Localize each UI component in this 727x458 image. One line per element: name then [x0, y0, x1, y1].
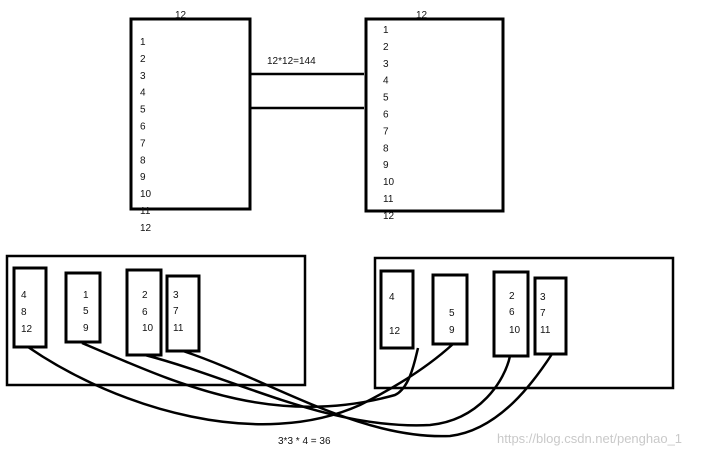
right-bucket-2-value-1: 5 [449, 308, 455, 319]
left-table-row-5: 5 [140, 105, 146, 116]
right-table-row-3: 3 [383, 59, 389, 70]
left-table-box [129, 17, 252, 211]
left-bucket-1-value-1: 4 [21, 290, 27, 301]
right-table-row-12: 12 [383, 211, 395, 222]
left-table-row-11: 11 [140, 206, 151, 217]
right-buckets: 4 12 5 9 2 6 10 3 7 11 [379, 269, 568, 358]
left-table-row-4: 4 [140, 88, 146, 99]
left-bucket-2-value-3: 9 [83, 323, 89, 334]
right-bucket-1 [379, 269, 415, 350]
right-bucket-3 [492, 270, 530, 358]
left-bucket-4 [165, 274, 201, 353]
right-bucket-4-value-1: 3 [540, 292, 546, 303]
curve-bucket1-to-right2 [27, 343, 454, 426]
right-table-row-4: 4 [383, 76, 389, 87]
left-buckets: 4 8 12 1 5 9 2 6 10 3 7 11 [12, 266, 201, 357]
left-bucket-2-value-2: 5 [83, 306, 89, 317]
watermark: https://blog.csdn.net/penghao_1 [497, 431, 682, 446]
right-bucket-2 [431, 273, 469, 346]
right-bucket-4-value-3: 11 [540, 325, 551, 336]
right-table-row-6: 6 [383, 110, 389, 121]
right-bucket-4-value-2: 7 [540, 308, 546, 319]
right-bucket-container [373, 256, 675, 390]
left-bucket-3-value-3: 10 [142, 323, 154, 334]
left-bucket-3-value-1: 2 [142, 290, 148, 301]
right-bucket-1-value-2: 12 [389, 326, 401, 337]
left-table-row-2: 2 [140, 54, 146, 65]
right-bucket-3-value-3: 10 [509, 325, 521, 336]
right-table-box [364, 17, 505, 213]
left-table-row-9: 9 [140, 172, 146, 183]
right-table-row-2: 2 [383, 42, 389, 53]
right-bucket-4 [533, 276, 568, 356]
right-table-row-10: 10 [383, 177, 395, 188]
right-table-row-7: 7 [383, 126, 389, 137]
left-bucket-3 [125, 268, 163, 357]
left-table-row-10: 10 [140, 189, 152, 200]
right-table-row-5: 5 [383, 93, 389, 104]
right-table-header: 12 [416, 10, 428, 21]
left-bucket-4-value-3: 11 [173, 323, 184, 334]
right-table-row-9: 9 [383, 160, 389, 171]
left-bucket-4-value-1: 3 [173, 290, 179, 301]
right-bucket-3-value-1: 2 [509, 291, 515, 302]
left-table-row-12: 12 [140, 223, 152, 234]
left-bucket-1-value-2: 8 [21, 307, 27, 318]
result-label: 3*3 * 4 = 36 [278, 436, 331, 447]
left-bucket-4-value-2: 7 [173, 306, 179, 317]
left-table-header: 12 [175, 10, 187, 21]
left-table-row-7: 7 [140, 138, 146, 149]
right-table-row-1: 1 [383, 25, 389, 36]
curve-bucket4-to-right4 [182, 349, 554, 438]
left-bucket-container [5, 254, 307, 387]
right-bucket-1-value-1: 4 [389, 292, 395, 303]
join-label: 12*12=144 [267, 56, 316, 67]
left-table-row-3: 3 [140, 71, 146, 82]
curve-bucket3-to-right3 [144, 353, 512, 427]
left-table-row-8: 8 [140, 155, 146, 166]
left-bucket-2-value-1: 1 [83, 290, 89, 301]
left-table-row-1: 1 [140, 37, 146, 48]
right-table-row-8: 8 [383, 143, 389, 154]
right-bucket-2-value-2: 9 [449, 325, 455, 336]
right-bucket-3-value-2: 6 [509, 307, 515, 318]
right-table-row-11: 11 [383, 194, 394, 205]
left-bucket-3-value-2: 6 [142, 307, 148, 318]
left-bucket-2 [64, 271, 102, 344]
left-bucket-1 [12, 266, 48, 349]
left-bucket-1-value-3: 12 [21, 324, 33, 335]
curve-bucket2-to-right1 [81, 341, 420, 409]
left-table-row-6: 6 [140, 122, 146, 133]
